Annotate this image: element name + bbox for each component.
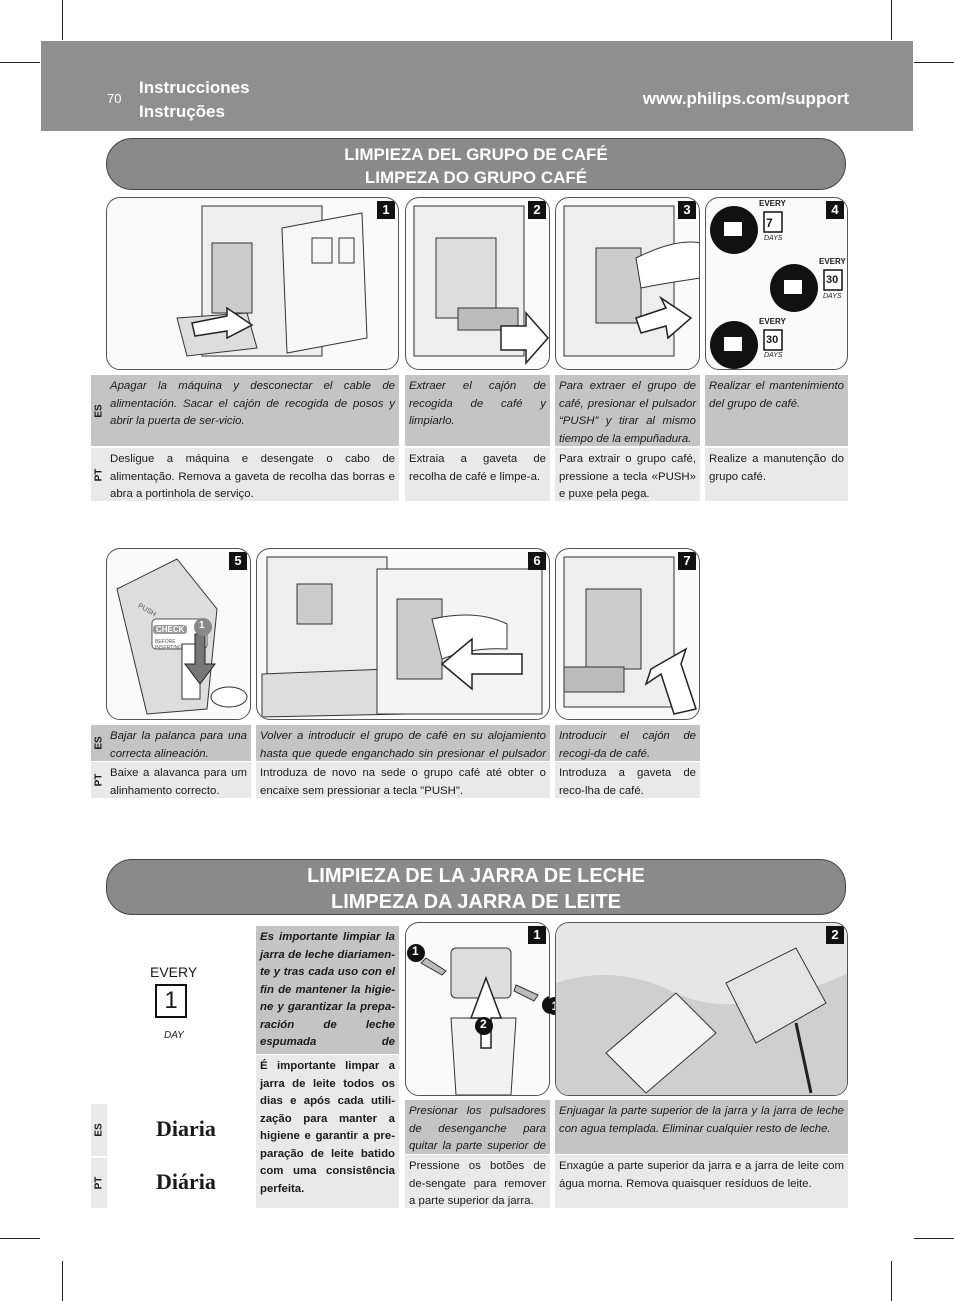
insert-group-drawing	[261, 556, 543, 718]
step-1-illustration: 1	[106, 197, 399, 370]
step-number: 3	[678, 201, 696, 219]
milk-step-2-text-es: Enjuagar la parte superior de la jarra y…	[555, 1100, 848, 1154]
step-3-illustration: 3	[555, 197, 700, 370]
page-header: 70 Instrucciones Instruções www.philips.…	[41, 41, 913, 131]
step-7-text-pt: Introduza a gaveta de reco-lha de café.	[555, 762, 700, 798]
crop-mark	[891, 0, 892, 40]
intro-text-es: Es importante limpiar la jarra de leche …	[256, 926, 399, 1066]
crop-mark	[0, 62, 40, 63]
step-5-text-pt: Baixe a alavanca para um alinhamento cor…	[106, 762, 251, 798]
step-5-text-es: Bajar la palanca para una correcta aline…	[106, 725, 251, 761]
lang-pt-label: PT	[91, 762, 107, 798]
before-inserting-label: BEFORE INSERTING	[155, 639, 183, 651]
section-title-es: LIMPIEZA DEL GRUPO DE CAFÉ	[344, 145, 608, 164]
step-4-illustration: EVERY 7 DAYS EVERY 30 DAYS EVERY 30 DAYS…	[705, 197, 848, 370]
header-title-es: Instrucciones	[139, 78, 250, 97]
lang-pt-label: PT	[91, 448, 107, 501]
crop-mark	[62, 0, 63, 40]
step-1-text-es: Apagar la máquina y desconectar el cable…	[106, 375, 399, 446]
every-unit: DAY	[164, 1030, 184, 1041]
step-number: 2	[528, 201, 546, 219]
insert-drawer-drawing	[563, 556, 697, 715]
lang-es-label: ES	[91, 1104, 107, 1156]
every-1-day-calendar: EVERY 1 DAY	[150, 964, 200, 1044]
support-link[interactable]: www.philips.com/support	[642, 89, 849, 108]
every-30b-unit: DAYS	[764, 352, 783, 359]
intro-text-pt: É importante limpar a jarra de leite tod…	[256, 1055, 399, 1208]
section-title-es: LIMPIEZA DE LA JARRA DE LECHE	[307, 865, 645, 887]
step-number: 5	[229, 552, 247, 570]
frequency-pt: Diária	[156, 1169, 216, 1194]
section-title-coffee-group: LIMPIEZA DEL GRUPO DE CAFÉ LIMPEZA DO GR…	[106, 138, 846, 190]
every-30-unit: DAYS	[823, 293, 842, 300]
step-6-text-pt: Introduza de novo na sede o grupo café a…	[256, 762, 550, 798]
maintenance-schedule	[710, 206, 843, 369]
every-7-unit: DAYS	[764, 235, 783, 242]
section-title-pt: LIMPEZA DO GRUPO CAFÉ	[364, 168, 588, 187]
step-2-text-es: Extraer el cajón de recogida de café y l…	[405, 375, 550, 446]
drawer-drawing	[413, 205, 549, 365]
lever-drawing	[116, 558, 248, 715]
page-number: 70	[107, 91, 122, 106]
milk-step-2-text-pt: Enxagúe a parte superior da jarra e a ja…	[555, 1155, 848, 1208]
step-7-text-es: Introducir el cajón de recogi-da de café…	[555, 725, 700, 761]
callout-number: 1	[199, 620, 205, 631]
every-30-label: EVERY	[819, 257, 846, 266]
step-5-illustration: PUSH CHECK BEFORE INSERTING 1 5	[106, 548, 251, 720]
step-number: 6	[528, 552, 546, 570]
check-badge: CHECK	[153, 625, 188, 634]
lang-es-label: ES	[91, 725, 107, 761]
crop-mark	[914, 62, 954, 63]
milk-step-1-text-pt: Pressione os botões de de-sengate para r…	[405, 1155, 550, 1208]
header-title-pt: Instruções	[139, 102, 225, 121]
step-7-illustration: 7	[555, 548, 700, 720]
crop-mark	[0, 1238, 40, 1239]
jug-rinse-drawing	[556, 923, 847, 1095]
machine-door-drawing	[176, 205, 368, 357]
lang-pt-label: PT	[91, 1158, 107, 1208]
crop-mark	[914, 1238, 954, 1239]
lang-es-label: ES	[91, 375, 107, 446]
step-4-text-es: Realizar el mantenimiento del grupo de c…	[705, 375, 848, 446]
every-30-number: 30	[826, 274, 839, 286]
step-2-illustration: 2	[405, 197, 550, 370]
step-number: 1	[377, 201, 395, 219]
step-number: 1	[528, 926, 546, 944]
every-30b-label: EVERY	[759, 317, 786, 326]
step-number: 7	[678, 552, 696, 570]
milk-step-2-illustration: 2	[555, 922, 848, 1096]
step-2-text-pt: Extraia a gaveta de recolha de café e li…	[405, 448, 550, 501]
callout-2: 2	[480, 1017, 487, 1031]
callout-1-left: 1	[412, 944, 419, 958]
step-number: 2	[826, 926, 844, 944]
step-3-text-pt: Para extrair o grupo café, pressione a t…	[555, 448, 700, 501]
crop-mark	[62, 1261, 63, 1301]
milk-step-1-text-es: Presionar los pulsadores de desenganche …	[405, 1100, 550, 1170]
every-30b-number: 30	[766, 334, 779, 346]
pull-group-drawing	[563, 205, 699, 357]
crop-mark	[891, 1261, 892, 1301]
every-label: EVERY	[150, 964, 198, 980]
every-7-label: EVERY	[759, 199, 786, 208]
step-1-text-pt: Desligue a máquina e desengate o cabo de…	[106, 448, 399, 501]
milk-step-1-illustration: 1 2 1	[405, 922, 550, 1096]
step-number: 4	[826, 201, 844, 219]
frequency-es: Diaria	[156, 1116, 216, 1141]
step-6-illustration: 6	[256, 548, 550, 720]
step-3-text-es: Para extraer el grupo de café, presionar…	[555, 375, 700, 446]
section-title-pt: LIMPEZA DA JARRA DE LEITE	[330, 891, 621, 913]
every-number: 1	[164, 987, 178, 1014]
every-7-number: 7	[766, 216, 773, 230]
jug-release-drawing	[407, 944, 549, 1095]
section-title-milk-jug: LIMPIEZA DE LA JARRA DE LECHE LIMPEZA DA…	[106, 859, 846, 915]
calendar-icon: 1	[155, 984, 187, 1018]
step-4-text-pt: Realize a manutenção do grupo café.	[705, 448, 848, 501]
step-6-text-es: Volver a introducir el grupo de café en …	[256, 725, 550, 777]
